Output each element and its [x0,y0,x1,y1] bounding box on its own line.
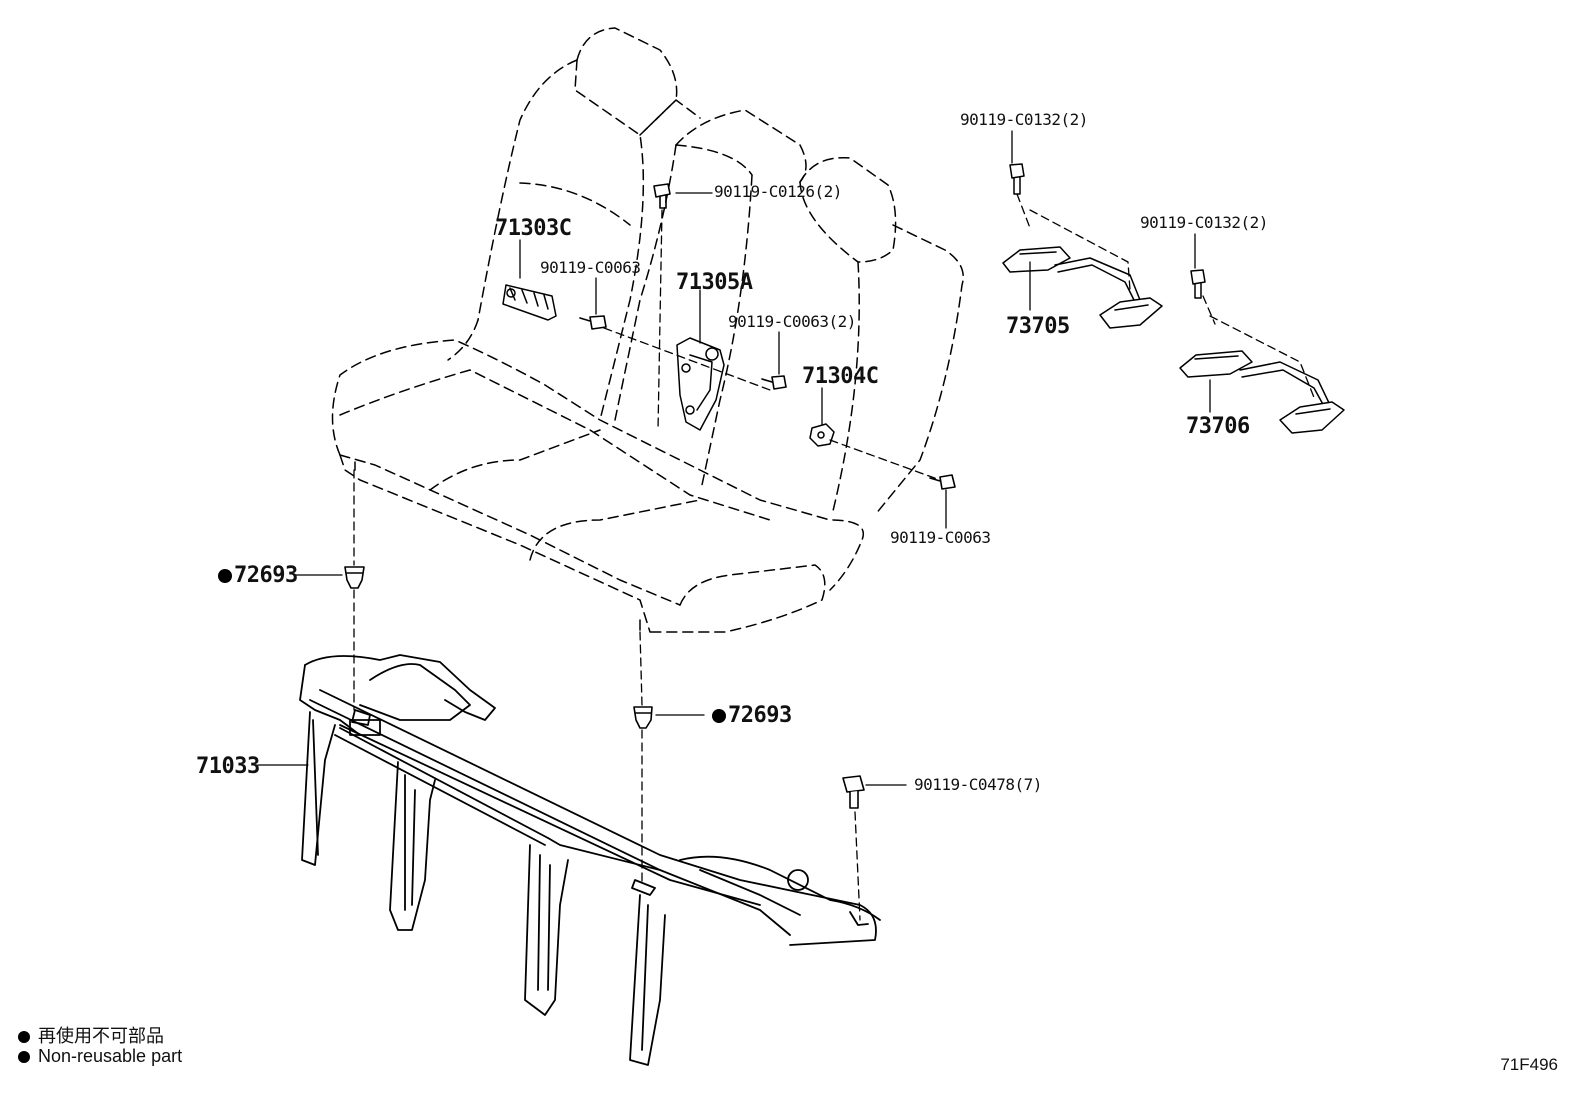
clip-72693-left [344,566,365,589]
diagram-code: 71F496 [1500,1055,1558,1074]
non-reusable-dot-icon [712,709,726,723]
part-label-90119-c0478: 90119-C0478(7) [914,775,1042,794]
rear-seat-outline [331,27,964,633]
bolt-90119-c0126 [653,183,671,209]
bolt-90119-c0063-2 [761,375,787,390]
part-label-71303c: 71303C [495,216,572,241]
part-label-90119-c0063-right: 90119-C0063 [890,528,991,547]
part-label-73705: 73705 [1006,314,1070,339]
part-label-90119-c0132-lower: 90119-C0132(2) [1140,213,1268,232]
part-label-73706: 73706 [1186,414,1250,439]
install-lines-seat [353,193,1316,921]
bracket-71303c [502,284,557,321]
non-reusable-dot-icon [18,1031,30,1043]
part-label-90119-c0126: 90119-C0126(2) [714,182,842,201]
clip-72693-middle [633,706,653,729]
non-reusable-dot-icon [18,1051,30,1063]
legend-line-japanese: 再使用不可部品 [18,1022,164,1048]
legend-line-english: Non-reusable part [18,1046,182,1067]
bolt-90119-c0063-right [929,474,956,490]
part-label-71305a: 71305A [676,270,753,295]
part-label-72693-middle: 72693 [712,705,792,727]
bolt-90119-c0478 [842,775,865,809]
part-label-72693-left: 72693 [218,565,298,587]
non-reusable-dot-icon [218,569,232,583]
part-label-90119-c0063-left: 90119-C0063 [540,258,641,277]
part-label-90119-c0063-2: 90119-C0063(2) [728,312,856,331]
bracket-73706 [1179,269,1345,434]
part-label-71033: 71033 [196,754,260,779]
leader-lines [257,130,1211,786]
bracket-73705 [1002,163,1163,329]
seat-frame-71033 [299,654,881,1066]
bracket-71304c [809,423,835,447]
part-label-71304c: 71304C [802,364,879,389]
part-label-90119-c0132-upper: 90119-C0132(2) [960,110,1088,129]
bolt-90119-c0063-left [579,315,607,330]
